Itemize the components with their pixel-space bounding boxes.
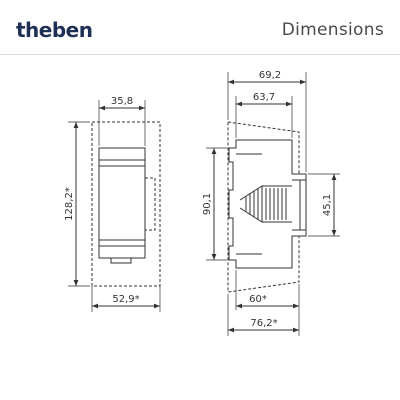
- dim-side-depth-bottom: 60*: [249, 294, 267, 305]
- dim-side-rail: 45,1: [322, 194, 333, 216]
- dim-front-width-top: 35,8: [111, 96, 133, 107]
- header-divider: [0, 54, 400, 55]
- side-view: [206, 72, 340, 336]
- dim-side-body-top: 63,7: [253, 92, 275, 103]
- dim-side-total-bottom: 76,2*: [250, 318, 277, 329]
- theben-logo: theben: [16, 18, 93, 42]
- side-device-body: [228, 139, 307, 269]
- front-device-body: [98, 147, 146, 259]
- page-title: Dimensions: [281, 20, 384, 40]
- dim-side-total-top: 69,2: [259, 70, 281, 81]
- header: theben Dimensions: [0, 0, 400, 56]
- front-envelope: [91, 121, 161, 287]
- side-envelope: [227, 121, 300, 293]
- dim-side-height: 90,1: [202, 193, 213, 215]
- front-view: [68, 100, 161, 312]
- dim-front-height: 128,2*: [64, 187, 75, 221]
- dim-front-width-bottom: 52,9*: [112, 294, 139, 305]
